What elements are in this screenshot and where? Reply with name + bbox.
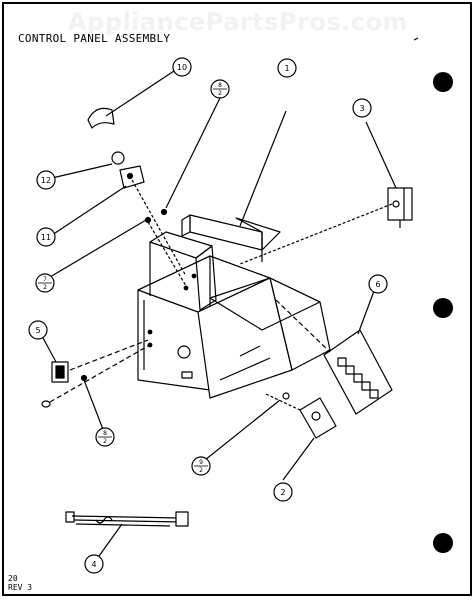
callout-2: 2 [273,482,293,502]
screw-parts [49,97,281,465]
part-10-knob [87,70,175,129]
binder-hole-bottom [433,533,453,553]
binder-hole-top [433,72,453,92]
callout-10: 10 [172,57,192,77]
fraction-d-bottom: 2 [199,467,203,474]
callout-11-label: 11 [41,233,51,242]
callout-3-label: 3 [359,104,364,113]
watermark: AppliancePartsPros.com [68,8,408,36]
fraction-callout-b: 7 2 [35,273,55,293]
part-6-terminal-board [275,290,393,415]
fraction-a-top: 8 [218,82,222,89]
diagram-frame [2,2,472,596]
diagram-title: CONTROL PANEL ASSEMBLY [18,32,171,45]
fraction-callout-d: 9 2 [191,456,211,476]
callout-1: 1 [277,58,297,78]
callout-3: 3 [352,98,372,118]
fraction-b-top: 7 [43,276,47,283]
fraction-c-bottom: 2 [103,438,107,445]
callout-1-label: 1 [284,64,289,73]
part-11-plate [51,165,187,277]
fraction-callouts: 8 2 7 2 8 2 9 2 [35,79,230,476]
fraction-b-bottom: 2 [43,284,47,291]
fraction-d-top: 9 [199,459,203,466]
callout-10-label: 10 [177,63,187,72]
control-panel-chassis [137,231,331,399]
part-5-rocker-switch [41,335,149,433]
callout-4-label: 4 [91,560,96,569]
callout-6-label: 6 [375,280,380,289]
part-2-transformer [265,392,337,481]
fraction-c-top: 8 [103,430,107,437]
callout-4: 4 [84,554,104,574]
part-4-wire-harness [65,511,189,564]
callout-2-label: 2 [280,488,285,497]
callout-12-label: 12 [41,176,51,185]
fraction-callout-c: 8 2 [95,427,115,447]
part-3-switch [239,121,413,265]
part-1-bracket [181,110,287,262]
callout-5: 5 [28,320,48,340]
binder-hole-middle [433,298,453,318]
callout-5-label: 5 [35,326,40,335]
callout-6: 6 [368,274,388,294]
callout-labels: 10 1 3 12 11 6 5 2 4 [28,57,388,574]
footer-page-number: 20 [8,574,18,583]
fraction-a-bottom: 2 [218,90,222,97]
fraction-callout-a: 8 2 [210,79,230,99]
callout-11: 11 [36,227,56,247]
callout-12: 12 [36,170,56,190]
footer-revision: REV 3 [8,583,33,592]
part-12-washer [51,151,125,179]
